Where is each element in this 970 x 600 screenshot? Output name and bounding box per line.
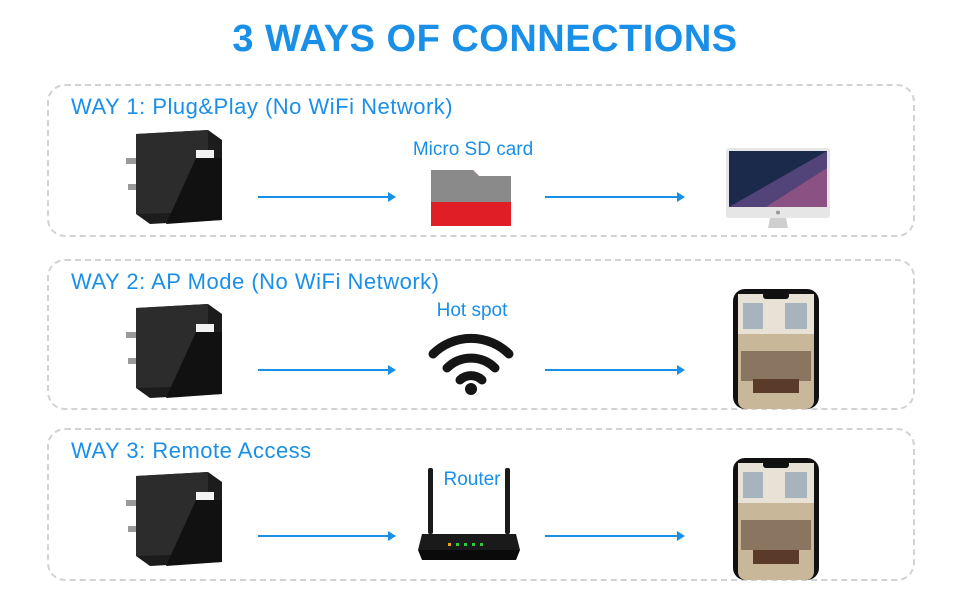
arrow-1a xyxy=(258,192,396,202)
way-3-panel: WAY 3: Remote Access xyxy=(47,428,915,581)
arrow-3b xyxy=(545,531,685,541)
sd-card-icon xyxy=(431,170,511,226)
way-2-title: WAY 2: AP Mode (No WiFi Network) xyxy=(71,269,440,294)
way-1-title: WAY 1: Plug&Play (No WiFi Network) xyxy=(71,94,454,119)
way-3-title: WAY 3: Remote Access xyxy=(71,438,312,463)
way-1-middle-label: Micro SD card xyxy=(412,139,534,160)
imac-icon xyxy=(726,148,830,230)
way-2-panel: WAY 2: AP Mode (No WiFi Network) xyxy=(47,259,915,410)
way-3-middle-label: Router xyxy=(443,469,501,490)
arrow-2b xyxy=(545,365,685,375)
wifi-icon xyxy=(427,330,515,396)
arrow-1b xyxy=(545,192,685,202)
page-title: 3 WAYS OF CONNECTIONS xyxy=(232,18,738,60)
smartphone-icon xyxy=(733,289,819,409)
arrow-3a xyxy=(258,531,396,541)
router-icon xyxy=(418,468,520,564)
way-1-panel: WAY 1: Plug&Play (No WiFi Network) xyxy=(47,84,915,237)
arrow-2a xyxy=(258,365,396,375)
camera-charger-icon xyxy=(126,470,226,568)
camera-charger-icon xyxy=(126,302,226,400)
smartphone-icon xyxy=(733,458,819,580)
way-2-middle-label: Hot spot xyxy=(436,300,508,321)
camera-charger-icon xyxy=(126,128,226,226)
